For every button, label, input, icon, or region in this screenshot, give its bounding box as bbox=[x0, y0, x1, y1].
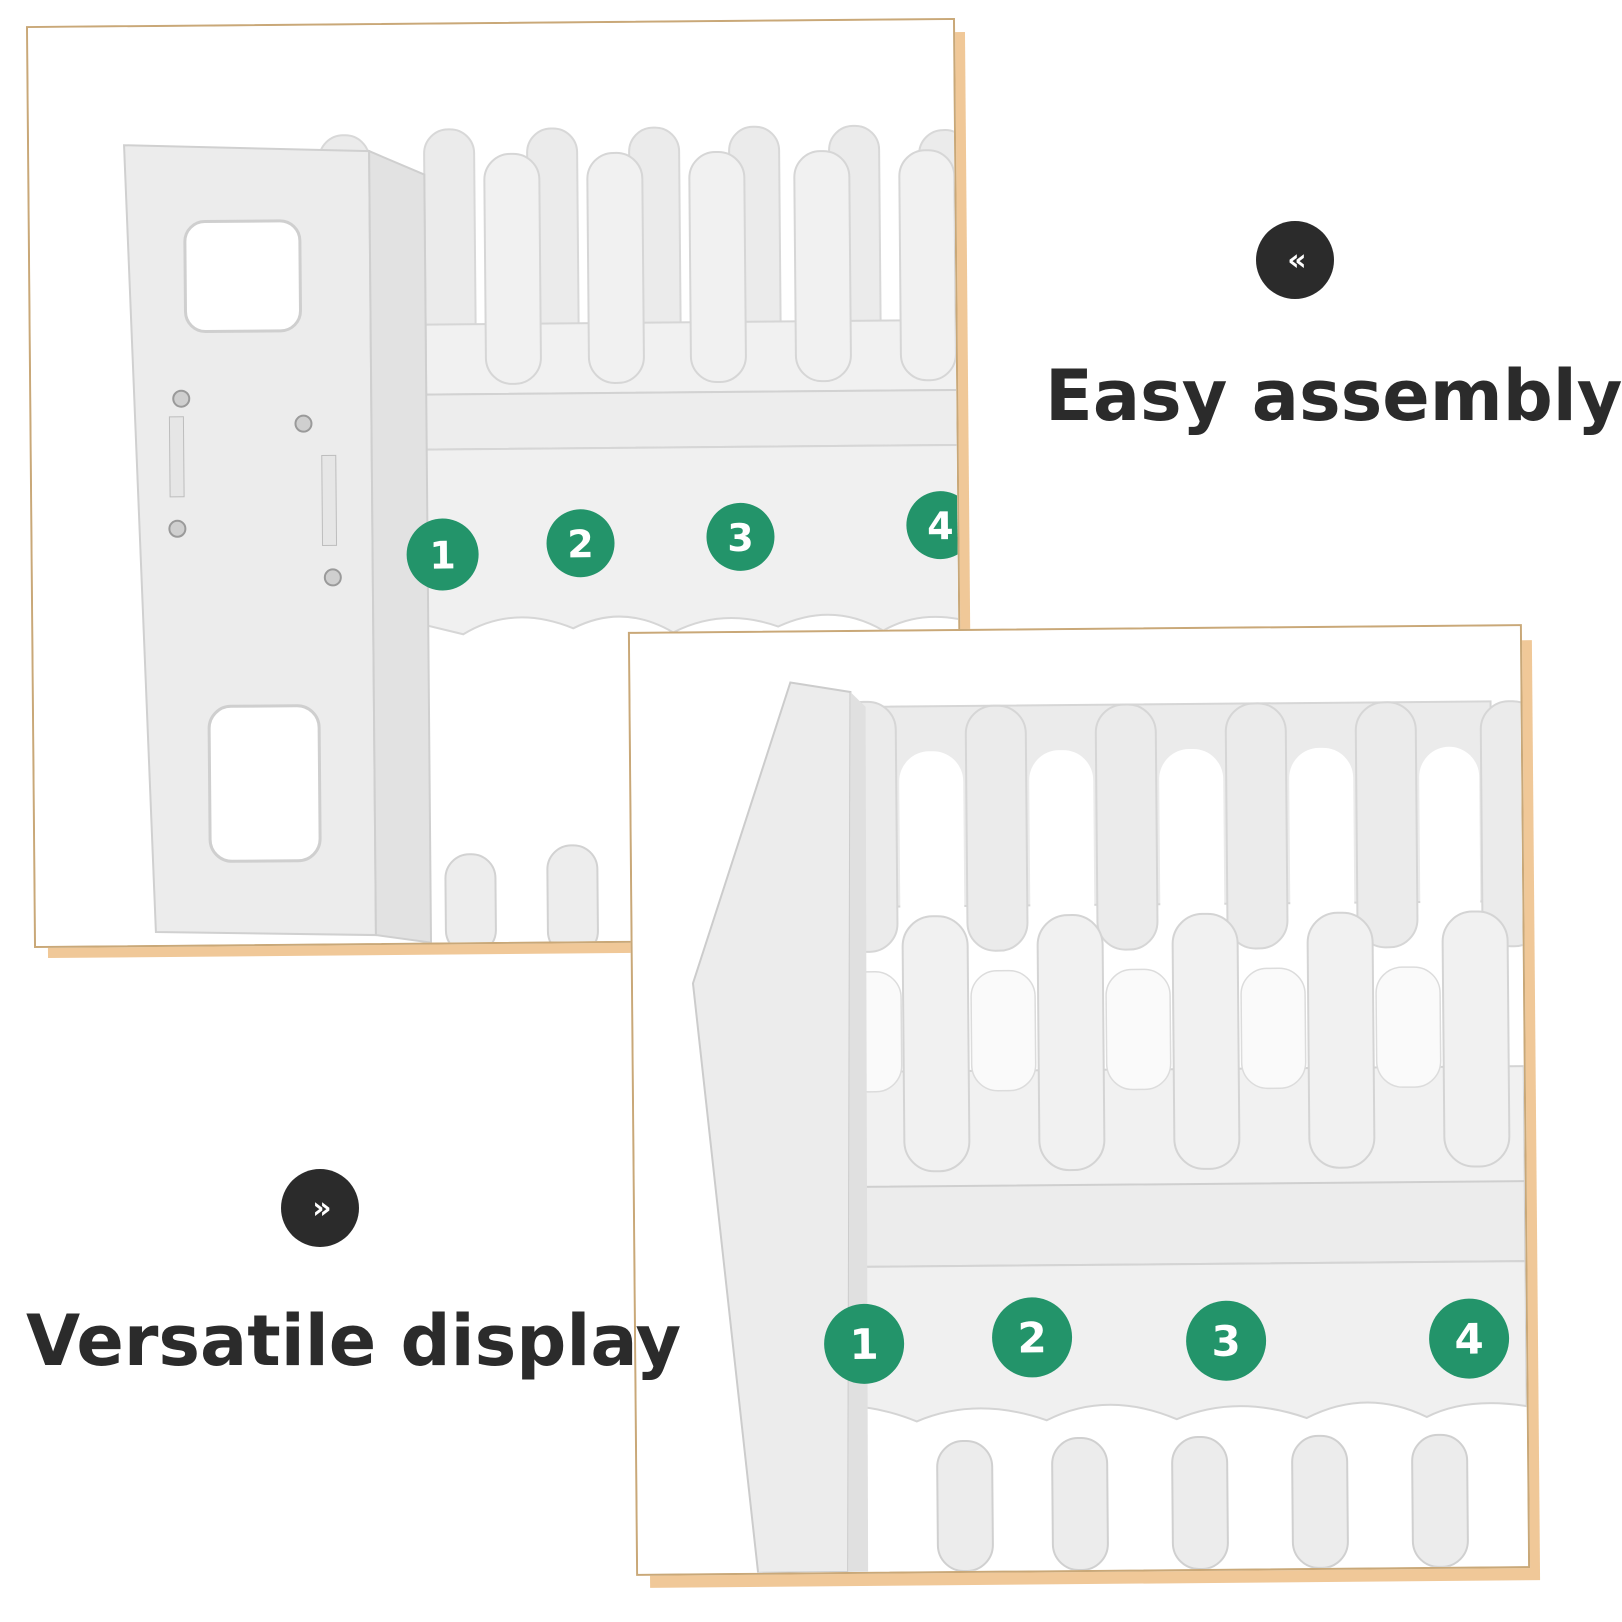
photo-frame: 1 2 3 4 bbox=[627, 624, 1531, 1576]
feature-caption-versatile-display: Versatile display bbox=[26, 1300, 682, 1382]
slot-badge-1 bbox=[406, 518, 479, 591]
photo-frame: 1 2 3 4 bbox=[25, 17, 964, 949]
slot-badge-2 bbox=[546, 509, 615, 578]
fast-forward-icon: » bbox=[281, 1169, 359, 1247]
product-photo-bottom: 1 2 3 4 bbox=[627, 624, 1542, 1588]
slot-badge-3 bbox=[706, 502, 775, 571]
feature-caption-easy-assembly: Easy assembly bbox=[1045, 355, 1622, 437]
slot-badge-1 bbox=[824, 1303, 905, 1384]
rack-closeup-shelf: 1 2 3 4 bbox=[629, 626, 1529, 1574]
slot-number-badges-top: 1 2 3 4 bbox=[406, 491, 961, 591]
rack-closeup-side-panel: 1 2 3 4 bbox=[28, 19, 961, 947]
slot-label: 4 bbox=[927, 504, 954, 548]
slot-label: 2 bbox=[567, 522, 594, 566]
slot-label: 1 bbox=[849, 1320, 879, 1369]
slot-label: 2 bbox=[1017, 1313, 1047, 1362]
slot-label: 3 bbox=[1211, 1317, 1241, 1366]
slot-label: 4 bbox=[1454, 1314, 1484, 1363]
slot-label: 1 bbox=[429, 533, 456, 577]
slot-badge-2 bbox=[992, 1297, 1073, 1378]
product-photo-top: 1 2 3 4 bbox=[25, 17, 975, 959]
slot-label: 3 bbox=[727, 516, 754, 560]
slot-badge-4 bbox=[1429, 1298, 1510, 1379]
rewind-icon: « bbox=[1256, 221, 1334, 299]
slot-badge-3 bbox=[1186, 1300, 1267, 1381]
slot-number-badges-bottom: 1 2 3 4 bbox=[824, 1297, 1510, 1384]
